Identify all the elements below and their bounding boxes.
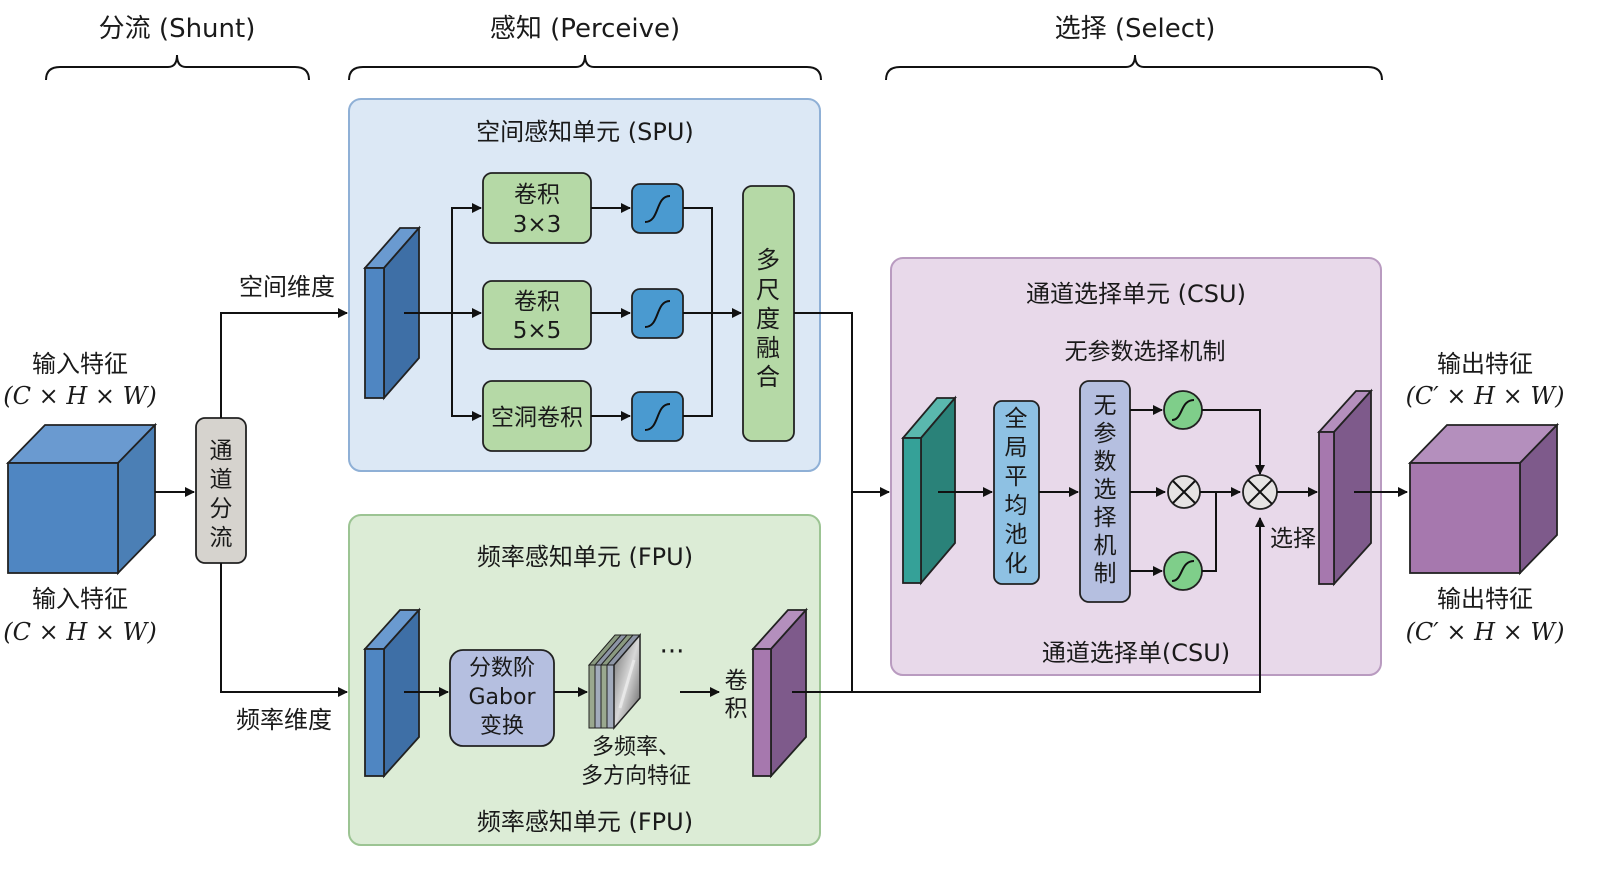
fractional-gabor-block: 分数阶 Gabor 变换 <box>449 649 555 747</box>
stage-title-perceive: 感知 (Perceive) <box>490 14 680 44</box>
svg-text:择: 择 <box>1094 505 1117 531</box>
svg-text:分: 分 <box>210 496 233 522</box>
output-label-top: 输出特征 <box>1437 350 1533 378</box>
connector-fpu-to-select <box>792 517 1265 693</box>
stage-title-shunt: 分流 (Shunt) <box>99 14 256 44</box>
spatial-dimension-label: 空间维度 <box>239 273 335 301</box>
csu-panel <box>890 257 1382 676</box>
brace-shunt <box>45 54 310 81</box>
global-avg-pool-block: 全 局 平 均 池 化 <box>993 400 1040 585</box>
features-label-line2: 多方向特征 <box>581 764 691 789</box>
select-multiply-icon <box>1242 474 1278 510</box>
channel-split-block: 通 道 分 流 <box>195 417 247 564</box>
brace-perceive <box>348 54 822 81</box>
conv5x5-block: 卷积 5×5 <box>482 280 592 350</box>
stage-title-select: 选择 (Select) <box>1055 14 1216 44</box>
sigmoid-icon <box>631 288 684 339</box>
svg-text:变换: 变换 <box>480 714 524 739</box>
svg-text:尺: 尺 <box>756 276 780 304</box>
brace-select <box>885 54 1383 81</box>
svg-text:均: 均 <box>1005 493 1028 519</box>
output-dims-top: (C′ × H × W) <box>1406 382 1565 410</box>
svg-text:分数阶: 分数阶 <box>469 656 535 681</box>
arrow-spatial-branch <box>220 308 348 418</box>
multiply-icon <box>1167 475 1201 509</box>
stage-header-shunt: 分流 (Shunt) <box>45 14 310 81</box>
fpu-input-slab <box>362 607 422 779</box>
svg-text:流: 流 <box>210 525 233 551</box>
svg-text:参: 参 <box>1094 421 1117 447</box>
input-dims-bottom: (C × H × W) <box>3 618 156 646</box>
svg-text:度: 度 <box>756 305 780 333</box>
svg-text:平: 平 <box>1005 464 1028 490</box>
connector-spu-out <box>794 312 853 692</box>
svg-text:Gabor: Gabor <box>469 685 537 710</box>
csu-subtitle: 无参数选择机制 <box>1065 339 1226 365</box>
output-dims-bottom: (C′ × H × W) <box>1406 618 1565 646</box>
sigmoid-icon <box>631 391 684 442</box>
svg-text:无: 无 <box>1094 393 1117 419</box>
fpu-footer: 频率感知单元 (FPU) <box>477 808 693 836</box>
input-dims-top: (C × H × W) <box>3 382 156 410</box>
svg-text:5×5: 5×5 <box>513 318 562 344</box>
fpu-panel <box>348 514 821 846</box>
svg-text:局: 局 <box>1005 435 1028 461</box>
svg-text:池: 池 <box>1005 522 1028 548</box>
svg-text:卷积: 卷积 <box>514 289 560 315</box>
csu-input-slab <box>901 395 957 586</box>
fpu-output-slab <box>750 607 809 779</box>
multiscale-fusion-block: 多 尺 度 融 合 <box>742 185 795 442</box>
conv3x3-block: 卷积 3×3 <box>482 172 592 244</box>
select-label: 选择 <box>1270 526 1316 552</box>
svg-text:选: 选 <box>1094 477 1117 503</box>
svg-text:机: 机 <box>1094 533 1117 559</box>
input-label-top: 输入特征 <box>32 350 128 378</box>
csu-title: 通道选择单元 (CSU) <box>1026 280 1246 308</box>
param-free-selection-block: 无 参 数 选 择 机 制 <box>1079 380 1131 603</box>
fpu-conv-char-1: 卷 <box>725 668 748 694</box>
svg-text:多: 多 <box>756 246 780 274</box>
csu-output-slab <box>1316 388 1374 587</box>
svg-text:制: 制 <box>1094 561 1117 587</box>
arrow-frequency-branch <box>220 563 348 697</box>
spu-input-slab <box>363 225 421 401</box>
spu-title: 空间感知单元 (SPU) <box>476 118 694 146</box>
sigmoid-icon <box>1163 390 1203 430</box>
svg-text:数: 数 <box>1094 449 1117 475</box>
stage-header-perceive: 感知 (Perceive) <box>348 14 822 81</box>
svg-text:卷积: 卷积 <box>514 182 560 208</box>
input-feature-cube: 输入特征 (C × H × W) 输入特征 (C × H × W) <box>3 350 158 646</box>
svg-text:合: 合 <box>756 363 780 391</box>
dilated-conv-block: 空洞卷积 <box>482 380 592 452</box>
svg-text:通: 通 <box>210 438 233 464</box>
features-label-line1: 多频率、 <box>592 735 680 760</box>
svg-text:3×3: 3×3 <box>513 212 562 238</box>
svg-text:空洞卷积: 空洞卷积 <box>491 405 583 431</box>
svg-text:化: 化 <box>1005 551 1028 577</box>
fpu-conv-char-2: 积 <box>725 696 748 722</box>
input-label-bottom: 输入特征 <box>32 585 128 613</box>
sigmoid-icon <box>631 183 684 234</box>
ellipsis: ··· <box>660 637 685 667</box>
sigmoid-icon <box>1163 551 1203 591</box>
stage-header-select: 选择 (Select) <box>885 14 1383 81</box>
frequency-dimension-label: 频率维度 <box>236 706 332 734</box>
svg-text:道: 道 <box>210 467 233 493</box>
output-label-bottom: 输出特征 <box>1437 585 1533 613</box>
output-feature-cube: 输出特征 (C′ × H × W) 输出特征 (C′ × H × W) <box>1406 350 1565 646</box>
fpu-title: 频率感知单元 (FPU) <box>477 543 693 571</box>
gabor-feature-stack <box>587 632 642 731</box>
csu-footer: 通道选择单(CSU) <box>1042 639 1230 667</box>
svg-text:全: 全 <box>1005 406 1028 432</box>
svg-text:融: 融 <box>756 334 780 362</box>
